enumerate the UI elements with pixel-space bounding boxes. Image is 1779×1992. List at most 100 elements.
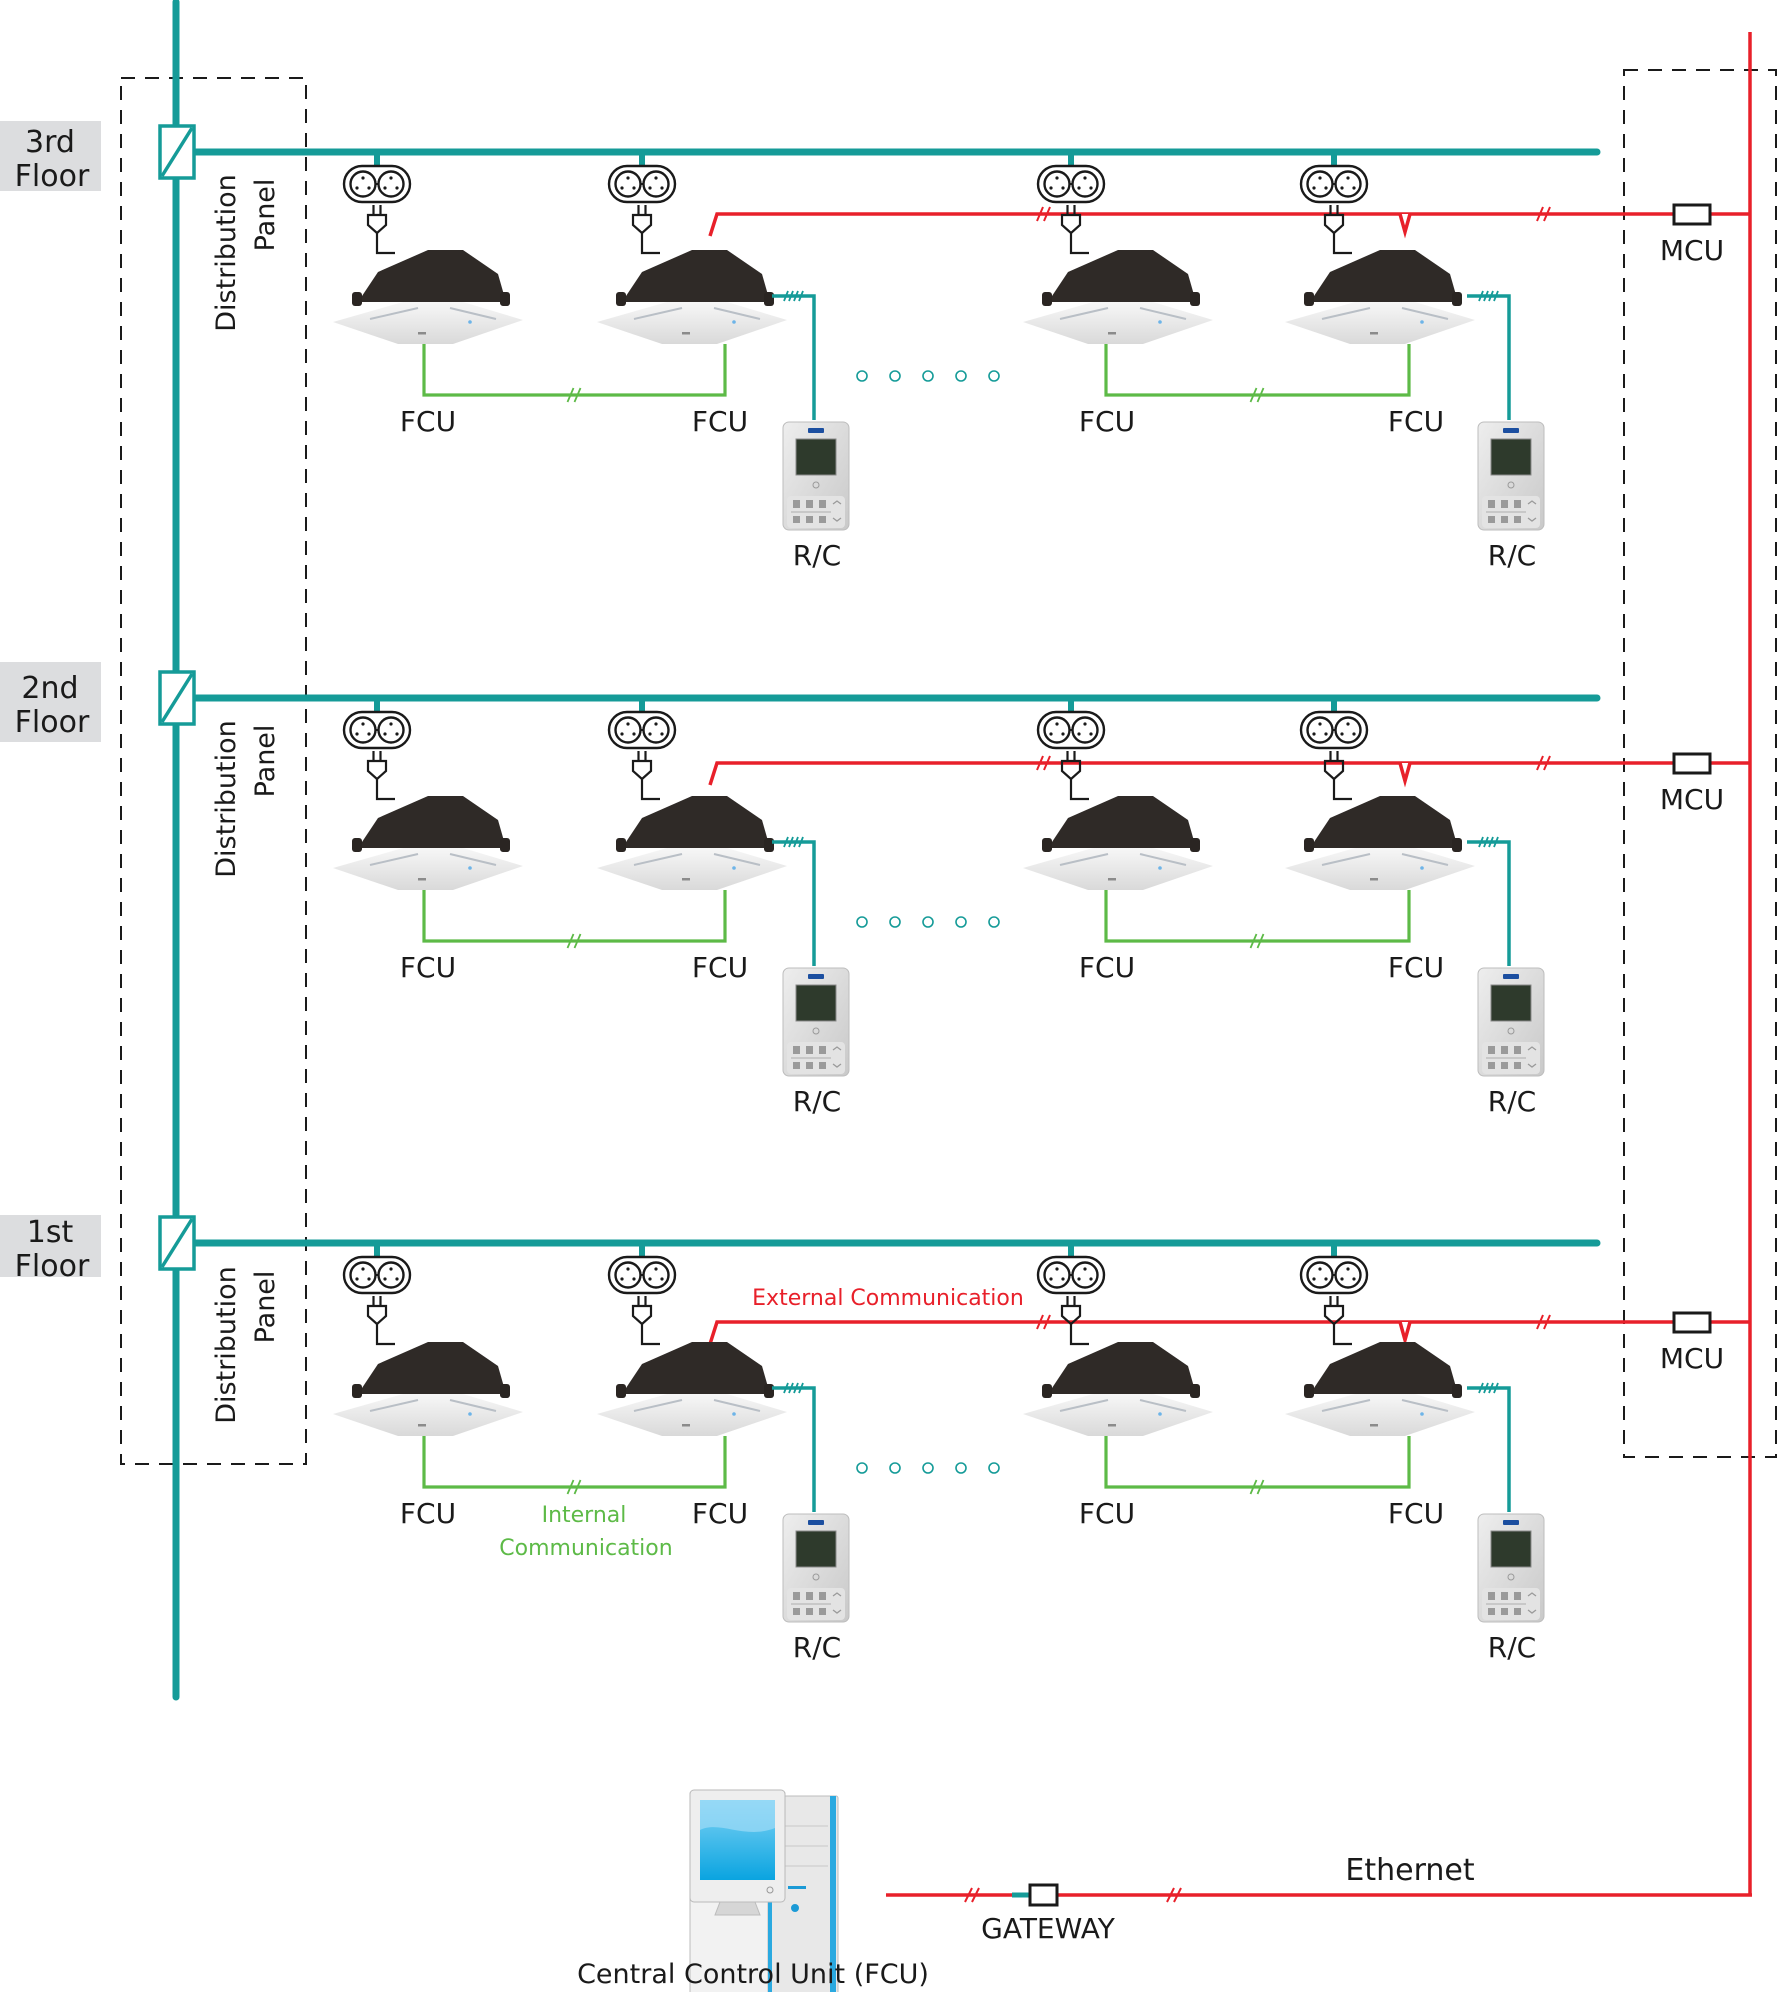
break-mark [1036, 206, 1051, 222]
wired-remote-controller-icon[interactable] [782, 421, 850, 531]
wire-count-mark [1483, 1382, 1489, 1394]
floor-label-line2: Floor [15, 159, 90, 194]
continuation-dots-icon [856, 916, 1000, 928]
wire-count-mark [1478, 290, 1484, 302]
wire-count-mark [783, 290, 789, 302]
rc-label: R/C [793, 539, 841, 572]
cassette-fcu-icon[interactable] [596, 795, 788, 891]
wired-remote-controller-icon[interactable] [1477, 1513, 1545, 1623]
cassette-fcu-icon[interactable] [332, 1341, 524, 1437]
cassette-fcu-icon[interactable] [332, 795, 524, 891]
external-comm-tap [1398, 1321, 1412, 1347]
remote-wire [1467, 1386, 1511, 1512]
external-comm-tap [1398, 213, 1412, 239]
external-communication-label: External Communication [752, 1286, 1024, 1311]
rc-label: R/C [1488, 1085, 1536, 1118]
floor-label-box [0, 121, 101, 191]
cassette-fcu-icon[interactable] [596, 1341, 788, 1437]
cassette-fcu-icon[interactable] [1284, 795, 1476, 891]
cassette-fcu-icon[interactable] [596, 249, 788, 345]
plug-icon [1323, 203, 1354, 255]
wired-remote-controller-icon[interactable] [1477, 421, 1545, 531]
plug-icon [1060, 1294, 1091, 1346]
mcu-box[interactable] [1672, 203, 1712, 226]
plug-icon [1060, 749, 1091, 801]
cassette-fcu-icon[interactable] [1284, 249, 1476, 345]
wire-count-mark [1488, 1382, 1494, 1394]
external-comm-line [708, 1320, 1750, 1345]
ethernet-break-mark-right [1166, 1887, 1182, 1903]
wire-count-mark [798, 1382, 804, 1394]
wire-count-mark [1483, 290, 1489, 302]
fcu-label: FCU [1079, 951, 1135, 984]
wire-count-mark [788, 836, 794, 848]
cassette-fcu-icon[interactable] [332, 249, 524, 345]
rc-label: R/C [1488, 1631, 1536, 1664]
double-socket-icon [342, 710, 412, 750]
wire-count-mark [783, 836, 789, 848]
cassette-fcu-icon[interactable] [1284, 1341, 1476, 1437]
wired-remote-controller-icon[interactable] [782, 967, 850, 1077]
wire-count-mark [1478, 836, 1484, 848]
remote-wire [1467, 840, 1511, 966]
double-socket-icon [607, 1255, 677, 1295]
double-socket-icon [1036, 164, 1106, 204]
internal-comm-line [1104, 890, 1411, 943]
wire-count-mark [793, 290, 799, 302]
fcu-label: FCU [1388, 951, 1444, 984]
break-mark [566, 387, 582, 403]
plug-icon [631, 1294, 662, 1346]
distribution-panel-label-line1: Distribution [211, 174, 242, 332]
double-socket-icon [1299, 1255, 1369, 1295]
continuation-dots-icon [856, 370, 1000, 382]
double-socket-icon [607, 710, 677, 750]
wire-count-mark [783, 1382, 789, 1394]
wire-count-mark [1488, 290, 1494, 302]
break-mark [1036, 755, 1051, 771]
cassette-fcu-icon[interactable] [1022, 795, 1214, 891]
fcu-label: FCU [1388, 405, 1444, 438]
distribution-panel-label-line1: Distribution [211, 720, 242, 878]
remote-wire [772, 294, 816, 420]
cassette-fcu-icon[interactable] [1022, 1341, 1214, 1437]
transformer-icon[interactable] [158, 124, 196, 180]
mcu-box[interactable] [1672, 752, 1712, 775]
floor-label-line1: 2nd [21, 671, 78, 706]
fcu-label: FCU [1079, 405, 1135, 438]
cassette-fcu-icon[interactable] [1022, 249, 1214, 345]
wired-remote-controller-icon[interactable] [1477, 967, 1545, 1077]
rc-label: R/C [1488, 539, 1536, 572]
wired-remote-controller-icon[interactable] [782, 1513, 850, 1623]
break-mark [566, 1479, 582, 1495]
wire-count-mark [793, 836, 799, 848]
external-comm-line [708, 212, 1750, 237]
wire-count-mark [788, 1382, 794, 1394]
fcu-label: FCU [400, 1497, 456, 1530]
break-mark [1249, 1479, 1265, 1495]
mcu-box[interactable] [1672, 1311, 1712, 1334]
gateway-box[interactable] [1028, 1883, 1059, 1907]
plug-icon [631, 749, 662, 801]
distribution-panel-label-line2: Panel [250, 725, 281, 798]
internal-comm-line [1104, 344, 1411, 397]
double-socket-icon [607, 164, 677, 204]
fcu-label: FCU [692, 1497, 748, 1530]
fcu-label: FCU [1388, 1497, 1444, 1530]
distribution-panel-label-line2: Panel [250, 1271, 281, 1344]
fcu-label: FCU [400, 405, 456, 438]
fcu-label: FCU [692, 405, 748, 438]
break-mark [1036, 1314, 1051, 1330]
wire-count-mark [1478, 1382, 1484, 1394]
transformer-icon[interactable] [158, 1215, 196, 1271]
gateway-label: GATEWAY [981, 1912, 1116, 1945]
remote-wire [1467, 294, 1511, 420]
internal-comm-line [1104, 1436, 1411, 1489]
wire-count-mark [798, 836, 804, 848]
transformer-icon[interactable] [158, 670, 196, 726]
external-comm-tap [1398, 762, 1412, 788]
break-mark [1536, 206, 1551, 222]
break-mark [1249, 933, 1265, 949]
